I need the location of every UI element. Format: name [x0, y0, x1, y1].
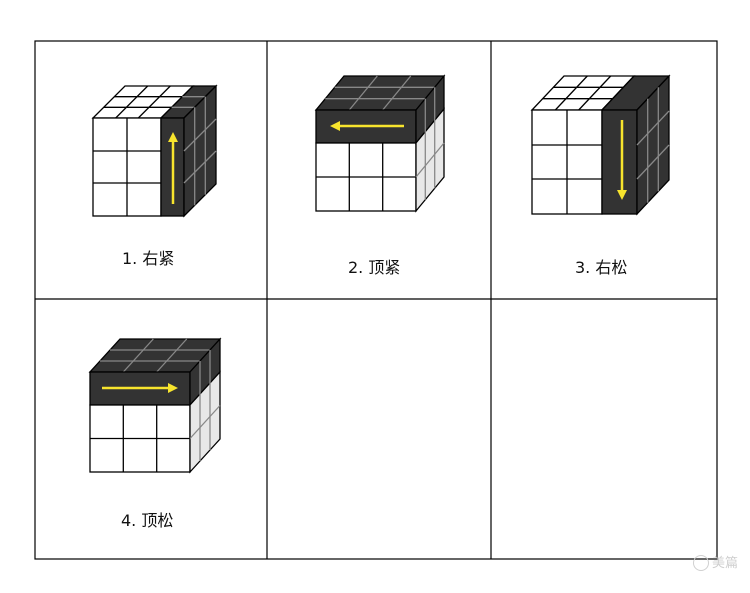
right-arrow-icon — [102, 383, 178, 393]
panel-caption-2: 2. 顶紧 — [348, 258, 401, 277]
cube-panel-1 — [91, 84, 218, 218]
panel-caption-3: 3. 右松 — [575, 258, 628, 277]
left-arrow-icon — [330, 121, 404, 131]
up-arrow-icon — [168, 132, 178, 204]
watermark-text: 美篇 — [711, 555, 738, 571]
down-arrow-icon — [617, 120, 627, 200]
grid-border — [34, 40, 718, 560]
cube-panel-4 — [88, 337, 222, 474]
watermark-logo-icon — [692, 555, 709, 571]
panel-caption-1: 1. 右紧 — [122, 249, 175, 268]
watermark: 美篇 — [692, 552, 738, 571]
panel-caption-4: 4. 顶松 — [121, 511, 174, 530]
cube-panel-3 — [530, 74, 671, 216]
cube-panel-2 — [314, 74, 446, 213]
